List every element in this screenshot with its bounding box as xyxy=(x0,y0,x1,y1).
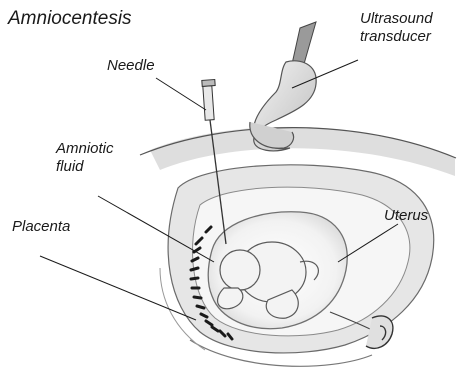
label-ultrasound-line1: Ultrasound xyxy=(360,10,433,28)
label-ultrasound-line2: transducer xyxy=(360,28,433,46)
label-amniotic-line2: fluid xyxy=(56,158,114,176)
leader-needle xyxy=(156,78,206,110)
label-uterus: Uterus xyxy=(384,207,428,225)
label-needle: Needle xyxy=(107,57,155,75)
diagram-title: Amniocentesis xyxy=(8,8,132,30)
label-placenta: Placenta xyxy=(12,218,70,236)
label-amniotic-fluid: Amniotic fluid xyxy=(56,140,114,176)
label-ultrasound-transducer: Ultrasound transducer xyxy=(360,10,433,46)
label-amniotic-line1: Amniotic xyxy=(56,140,114,158)
